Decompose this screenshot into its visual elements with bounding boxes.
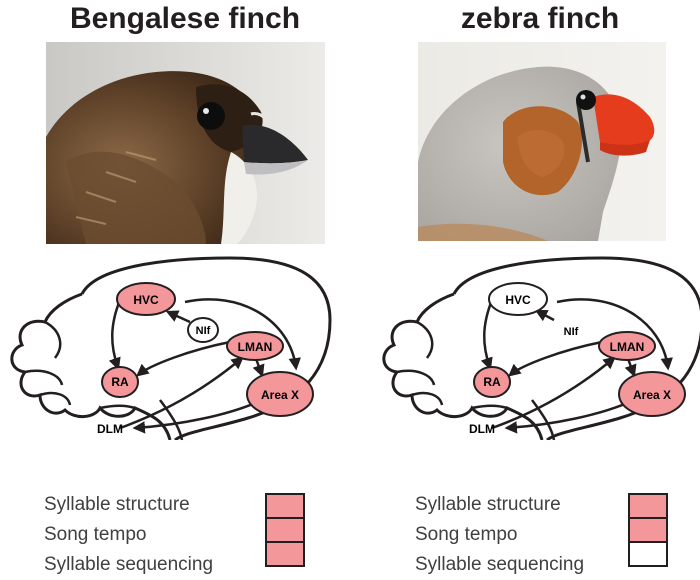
bengalese-brain-diagram: HVC NIf LMAN RA Area X DLM [10, 256, 332, 440]
bengalese-legend: Syllable structure Song tempo Syllable s… [44, 490, 213, 580]
legend-item-syllable-structure: Syllable structure [415, 494, 561, 515]
trait-box-syllable-structure [265, 493, 305, 519]
areax-label: Area X [261, 388, 299, 402]
lman-node [226, 331, 284, 361]
areax-label: Area X [633, 388, 671, 402]
legend-item-syllable-sequencing: Syllable sequencing [44, 554, 214, 575]
zebra-trait-boxes [628, 493, 668, 567]
nif-label: NIf [196, 325, 211, 337]
nif-label: NIf [564, 326, 579, 338]
lman-node [598, 331, 656, 361]
ra-label: RA [111, 375, 129, 389]
bengalese-finch-photo [46, 42, 325, 244]
legend-item-song-tempo: Song tempo [415, 524, 518, 545]
brain-outline [452, 256, 700, 440]
song-system-diagrams: HVC NIf LMAN RA Area X DLM HVC NIf LMAN [10, 256, 700, 440]
zebra-finch-title: zebra finch [460, 2, 620, 35]
ra-node [473, 366, 511, 398]
zebra-brain-diagram: HVC NIf LMAN RA Area X DLM [382, 256, 700, 440]
zebra-finch-photo [418, 42, 666, 241]
trait-box-song-tempo [265, 519, 305, 543]
connections [108, 298, 301, 434]
legend-item-syllable-structure: Syllable structure [44, 494, 190, 515]
zebra-legend: Syllable structure Song tempo Syllable s… [415, 490, 584, 580]
dlm-label: DLM [97, 422, 123, 436]
trait-box-syllable-structure [628, 493, 668, 519]
hvc-label: HVC [133, 293, 159, 307]
hvc-label: HVC [505, 293, 531, 307]
trait-box-syllable-sequencing [265, 543, 305, 567]
hvc-node [116, 282, 176, 316]
trait-box-song-tempo [628, 519, 668, 543]
hvc-node [488, 282, 548, 316]
brain-outline [80, 256, 332, 440]
nif-node [187, 317, 219, 343]
areax-node [246, 371, 314, 417]
areax-node [618, 371, 686, 417]
ra-label: RA [483, 375, 501, 389]
legend-item-syllable-sequencing: Syllable sequencing [415, 554, 585, 575]
bengalese-finch-title: Bengalese finch [69, 2, 301, 35]
dlm-label: DLM [469, 422, 495, 436]
ra-node [101, 366, 139, 398]
lman-label: LMAN [238, 340, 273, 354]
lman-label: LMAN [610, 340, 645, 354]
legend-item-song-tempo: Song tempo [44, 524, 147, 545]
trait-box-syllable-sequencing [628, 543, 668, 567]
bengalese-trait-boxes [265, 493, 305, 567]
